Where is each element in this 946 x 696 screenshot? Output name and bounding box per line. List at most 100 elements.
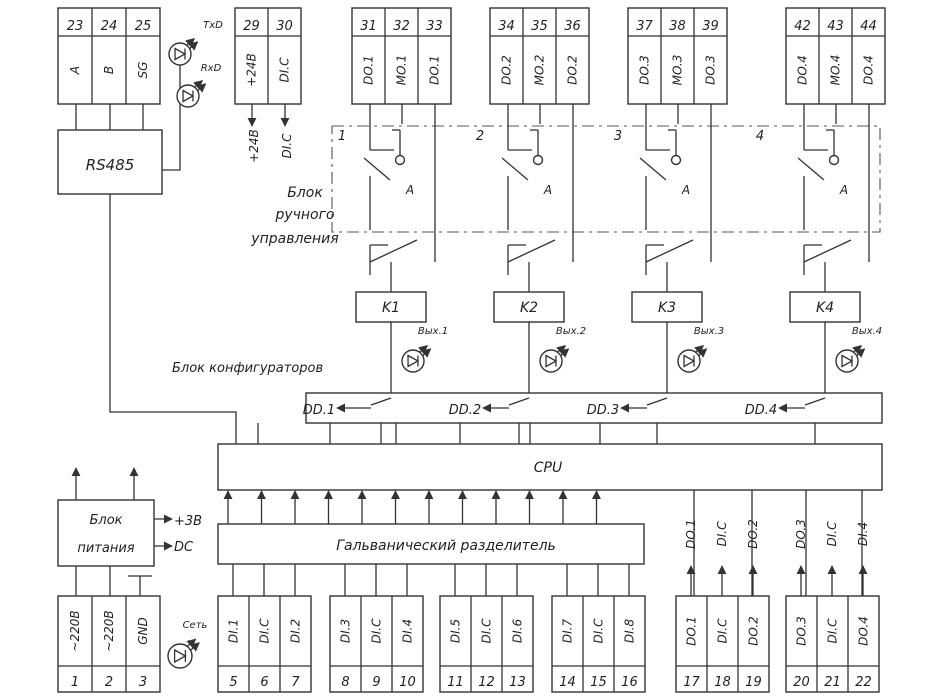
- terminal-block-outputs-1-frame: [675, 595, 770, 693]
- terminal-number: 33: [426, 19, 443, 34]
- output-led-1-icon: [401, 345, 432, 373]
- wiring: [71, 62, 290, 596]
- led-body: [167, 643, 193, 669]
- galvanic-isolator-label: Гальванический разделитель: [336, 538, 556, 554]
- terminal-label: DI.C: [716, 618, 730, 644]
- relay-4-label: K4: [816, 300, 834, 316]
- terminal-number: 14: [559, 675, 576, 690]
- terminal-block-outputs-2-frame: [785, 595, 880, 693]
- led-body: [168, 42, 192, 66]
- dd-label-3: DD.3: [587, 403, 619, 418]
- led-triangle: [407, 354, 420, 368]
- relay-contact-label: A: [543, 183, 552, 197]
- terminal-number: 30: [276, 19, 293, 34]
- rxd-label: RxD: [201, 63, 222, 74]
- switch-knob-icon: [670, 154, 682, 166]
- terminal-number: 18: [714, 675, 731, 690]
- terminal-label: DO.1: [428, 55, 442, 85]
- terminal-block-inputs-3-frame: [439, 595, 534, 693]
- relay-blade: [369, 239, 418, 263]
- terminal-number: 2: [105, 675, 113, 690]
- switch-blade: [363, 157, 391, 181]
- switch-blade: [501, 157, 529, 181]
- led-ray: [556, 345, 566, 355]
- terminal-label: DO.2: [566, 55, 580, 85]
- power-out-dic: DI.C: [280, 133, 294, 159]
- manual-block-line1: Блок: [287, 185, 323, 201]
- led-ray: [188, 41, 199, 51]
- terminal-label: A: [68, 66, 82, 75]
- led-ray: [421, 348, 432, 358]
- terminal-number: 35: [531, 19, 548, 34]
- power-block-out2: DC: [174, 540, 194, 555]
- relay-1-box: [355, 291, 427, 323]
- led-ray: [852, 345, 862, 355]
- manual-channel-number: 4: [756, 129, 764, 144]
- terminal-label: DI.C: [480, 618, 494, 644]
- terminal-block-channel-1-frame: [351, 7, 452, 105]
- terminal-number: 32: [393, 19, 410, 34]
- terminal-number: 37: [636, 19, 653, 34]
- power-out-plus24: +24B: [247, 129, 261, 163]
- relay-contact-label: A: [405, 183, 414, 197]
- led-triangle: [545, 354, 558, 368]
- terminal-number: 6: [260, 675, 268, 690]
- terminal-block-inputs-2-frame: [329, 595, 424, 693]
- led-body: [539, 349, 563, 373]
- led-body: [677, 349, 701, 373]
- terminal-number: 8: [341, 675, 349, 690]
- dynamic-layer: 23A24B25SG29+24B30DI.C31DO.132MO.133DO.1…: [57, 7, 886, 693]
- txd-led-icon: [168, 38, 199, 66]
- power-supply-block: [57, 499, 155, 567]
- output-led-3-label: Вых.3: [694, 326, 724, 337]
- manual-channel-number: 3: [614, 129, 622, 144]
- terminal-label: DO.4: [862, 55, 876, 85]
- terminal-label: MO.1: [395, 55, 409, 86]
- dd-switch: [804, 397, 826, 406]
- led-ray: [190, 642, 200, 652]
- led-ray: [855, 348, 866, 358]
- dd-switch: [370, 397, 392, 406]
- terminal-block-mains-frame: [57, 595, 161, 693]
- terminal-label: GND: [136, 617, 150, 645]
- terminal-label: DI.8: [623, 619, 637, 644]
- network-led-label: Сеть: [183, 620, 208, 631]
- power-block-out1: +3B: [174, 514, 202, 529]
- terminal-label: DO.3: [704, 55, 718, 85]
- rs485-block: [57, 129, 163, 195]
- terminal-number: 23: [67, 19, 84, 34]
- terminal-number: 34: [498, 19, 515, 34]
- terminal-number: 16: [621, 675, 638, 690]
- terminal-number: 12: [478, 675, 495, 690]
- manual-block-line3: управления: [250, 231, 338, 247]
- terminal-block-channel-2-frame: [489, 7, 590, 105]
- terminal-label: MO.2: [533, 55, 547, 86]
- terminal-label: DI.C: [592, 618, 606, 644]
- terminal-label: B: [102, 66, 116, 74]
- dd-switch: [646, 397, 668, 406]
- terminal-number: 15: [590, 675, 607, 690]
- terminal-number: 31: [360, 19, 377, 34]
- switch-blade: [639, 157, 667, 181]
- terminal-label: DO.4: [796, 55, 810, 85]
- terminal-number: 20: [793, 675, 810, 690]
- relay-contact-label: A: [681, 183, 690, 197]
- output-arrow-label: DI.4: [856, 522, 870, 546]
- network-led-icon: [167, 638, 200, 669]
- dd-label-1: DD.1: [303, 403, 335, 418]
- terminal-number: 39: [702, 19, 719, 34]
- output-led-4-label: Вых.4: [852, 326, 882, 337]
- manual-channel-number: 2: [476, 129, 484, 144]
- output-arrow-label: DO.3: [794, 519, 808, 549]
- terminal-number: 29: [243, 19, 260, 34]
- rs485-label: RS485: [86, 156, 135, 174]
- relay-blade: [803, 239, 852, 263]
- led-ray: [196, 83, 207, 93]
- output-led-3-icon: [677, 345, 708, 373]
